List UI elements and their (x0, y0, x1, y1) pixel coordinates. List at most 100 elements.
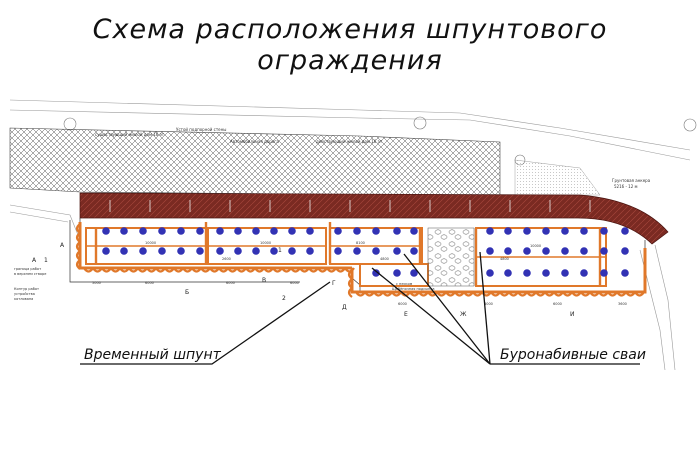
bored-pile (158, 227, 166, 235)
note-existing-building: существующий жилой дом 16 эт (95, 132, 165, 137)
sheet-pile-segment (347, 269, 353, 280)
sheet-pile-segment (101, 267, 112, 273)
sheet-pile-segment (146, 267, 157, 273)
axis-a: А (60, 242, 65, 249)
sheet-pile-segment (155, 267, 166, 273)
sheet-pile-segment (347, 287, 353, 298)
bored-pile (270, 227, 278, 235)
sheet-pile-segment (191, 267, 202, 273)
bored-pile (600, 227, 608, 235)
bored-pile (486, 247, 494, 255)
sheet-pile-segment (137, 267, 148, 273)
bored-pile (504, 247, 512, 255)
axis-i: И (570, 311, 575, 318)
sheet-pile-segment (164, 267, 175, 273)
bored-pile (523, 227, 531, 235)
bored-pile (393, 269, 401, 277)
bored-pile (334, 227, 342, 235)
sheet-pile-walls (75, 222, 647, 298)
axis-2: 2 (282, 295, 286, 302)
note-soil-2: Щебёночная подсыпка (392, 287, 435, 291)
bored-pile (372, 269, 380, 277)
bored-pile (600, 269, 608, 277)
sheet-pile-segment (436, 291, 447, 297)
sheet-pile-segment (463, 291, 474, 297)
sheet-pile-segment (254, 267, 265, 273)
sheet-pile-segment (272, 267, 283, 273)
sheet-pile-segment (625, 291, 636, 297)
bored-pile (561, 269, 569, 277)
sheet-pile-segment (75, 223, 81, 234)
sheet-pile-segment (200, 267, 211, 273)
sheet-pile-segment (75, 232, 81, 243)
sheet-pile-segment (128, 267, 139, 273)
sheet-pile-segment (634, 291, 645, 297)
note-work-boundary-5: котлована (14, 297, 33, 301)
bored-pile (580, 227, 588, 235)
sheet-pile-segment (490, 291, 501, 297)
section-1: 1 (44, 257, 48, 264)
dim-10000-a: 10000 (145, 241, 156, 245)
axis-v: В (262, 277, 266, 284)
note-work-boundary-1: граница работ (14, 267, 41, 271)
sheet-pile-segment (481, 291, 492, 297)
dim-6000-a: 6000 (145, 281, 154, 285)
bored-pile (410, 269, 418, 277)
bored-pile (542, 269, 550, 277)
bored-pile (234, 227, 242, 235)
bored-pile (542, 247, 550, 255)
bored-pile (234, 247, 242, 255)
sheet-pile-segment (499, 291, 510, 297)
sheet-pile-segment (92, 267, 103, 273)
dim-10000-b: 10000 (260, 241, 271, 245)
axis-e: Е (404, 311, 408, 318)
note-work-boundary-2: в верхнем створе (14, 272, 46, 276)
gravel-fill (427, 227, 475, 287)
sheet-pile-segment (299, 267, 310, 273)
bored-pile (102, 247, 110, 255)
sheet-pile-segment (562, 291, 573, 297)
sheet-pile-segment (281, 267, 292, 273)
bored-pile (102, 227, 110, 235)
sheet-pile-segment (245, 267, 256, 273)
note-work-boundary-4: устройства (14, 292, 35, 296)
bored-pile (486, 269, 494, 277)
sheet-pile-segment (75, 241, 81, 252)
sheet-pile-segment (445, 291, 456, 297)
sheet-pile-segment (75, 250, 81, 261)
axis-b: Б (185, 289, 189, 296)
sheet-pile-segment (553, 291, 564, 297)
bored-pile (561, 227, 569, 235)
retaining-wall-strip (79, 192, 669, 245)
note-ground-anchor-spec: 5216 - 12 м (614, 184, 638, 189)
bored-pile (580, 247, 588, 255)
sheet-pile-segment (110, 267, 121, 273)
bored-pile (523, 269, 531, 277)
sheet-pile-segment (290, 267, 301, 273)
bored-pile (410, 227, 418, 235)
sheet-pile-segment (580, 291, 591, 297)
bored-pile (288, 247, 296, 255)
bored-pile (410, 247, 418, 255)
axis-g: Г (332, 280, 336, 287)
bored-pile (120, 247, 128, 255)
sheet-pile-segment (526, 291, 537, 297)
sheet-pile-segment (598, 291, 609, 297)
bored-pile (216, 227, 224, 235)
sheet-pile-segment (75, 259, 81, 270)
bored-pile (600, 247, 608, 255)
callout-leaders (80, 251, 640, 365)
bored-pile (334, 247, 342, 255)
sheet-pile-segment (535, 291, 546, 297)
sheet-pile-segment (571, 291, 582, 297)
sheet-pile-segment (589, 291, 600, 297)
bored-pile (353, 247, 361, 255)
sheet-pile-segment (173, 267, 184, 273)
dim-5000: 5000 (92, 281, 101, 285)
sheet-pile-segment (218, 267, 229, 273)
dim-6000-b: 6000 (226, 281, 235, 285)
dim-6000-d: 6000 (398, 302, 407, 306)
sheet-pile-segment (373, 291, 384, 297)
bored-pile (177, 227, 185, 235)
sheet-pile-segment (119, 267, 130, 273)
